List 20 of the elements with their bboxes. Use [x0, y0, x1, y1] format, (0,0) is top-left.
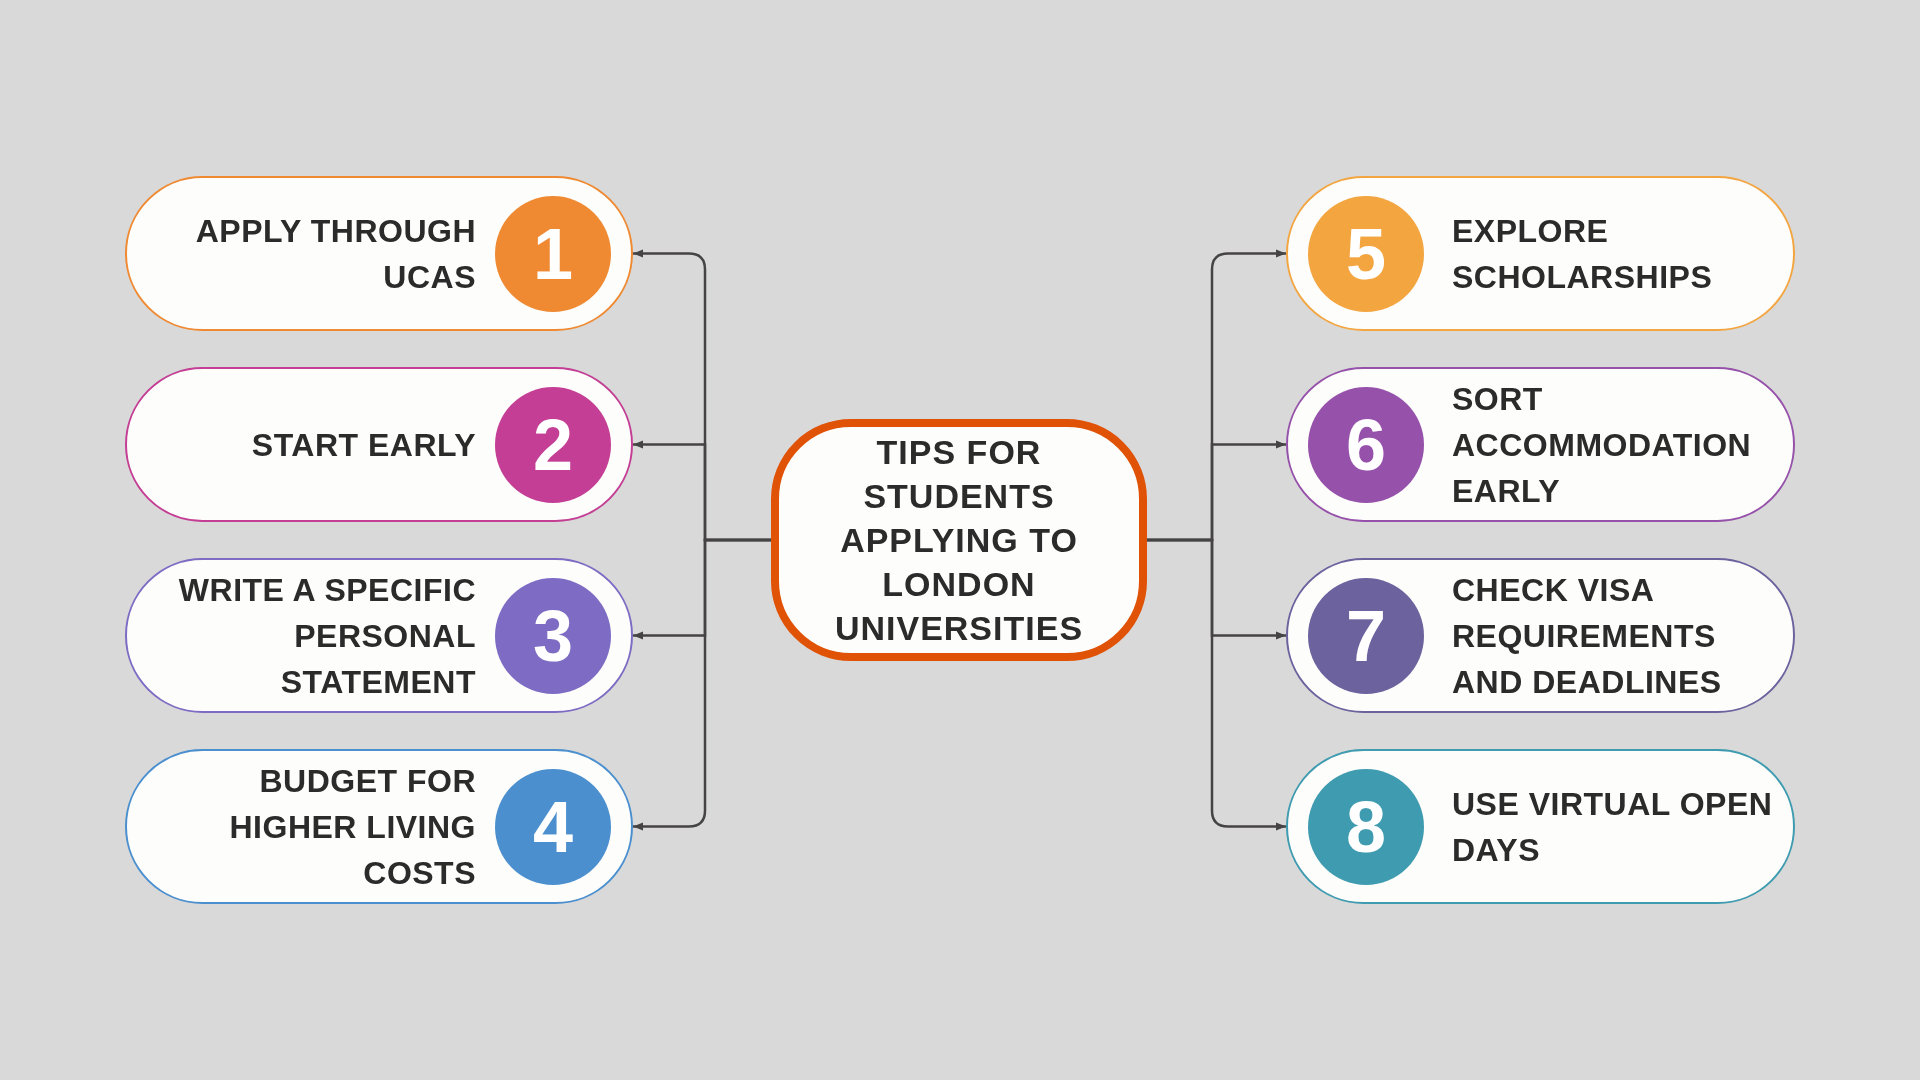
tip-text: APPLY THROUGH UCAS — [194, 211, 476, 297]
step-number-badge: 7 — [1308, 577, 1424, 694]
step-number-badge: 5 — [1308, 195, 1424, 312]
central-topic-text: TIPS FOR STUDENTS APPLYING TO LONDON UNIVERSITIES — [833, 432, 1085, 649]
step-number-badge: 4 — [495, 768, 611, 885]
step-number-badge: 2 — [495, 386, 611, 503]
tip-text: SORT ACCOMMODATION EARLY — [1452, 379, 1753, 511]
tip-text: CHECK VISA REQUIREMENTS AND DEADLINES — [1452, 570, 1723, 702]
connector-arrow — [1147, 538, 1286, 831]
step-number-badge: 8 — [1308, 768, 1424, 885]
tip-text: EXPLORE SCHOLARSHIPS — [1452, 211, 1714, 297]
step-number-badge: 3 — [495, 577, 611, 694]
connector-arrow — [633, 538, 771, 831]
step-number-badge: 1 — [495, 195, 611, 312]
tip-text: START EARLY — [250, 425, 476, 465]
tip-text: WRITE A SPECIFIC PERSONAL STATEMENT — [177, 570, 476, 702]
tip-text: BUDGET FOR HIGHER LIVING COSTS — [228, 761, 476, 893]
step-number-badge: 6 — [1308, 386, 1424, 503]
central-topic-box — [771, 419, 1147, 661]
tip-text: USE VIRTUAL OPEN DAYS — [1452, 784, 1774, 870]
